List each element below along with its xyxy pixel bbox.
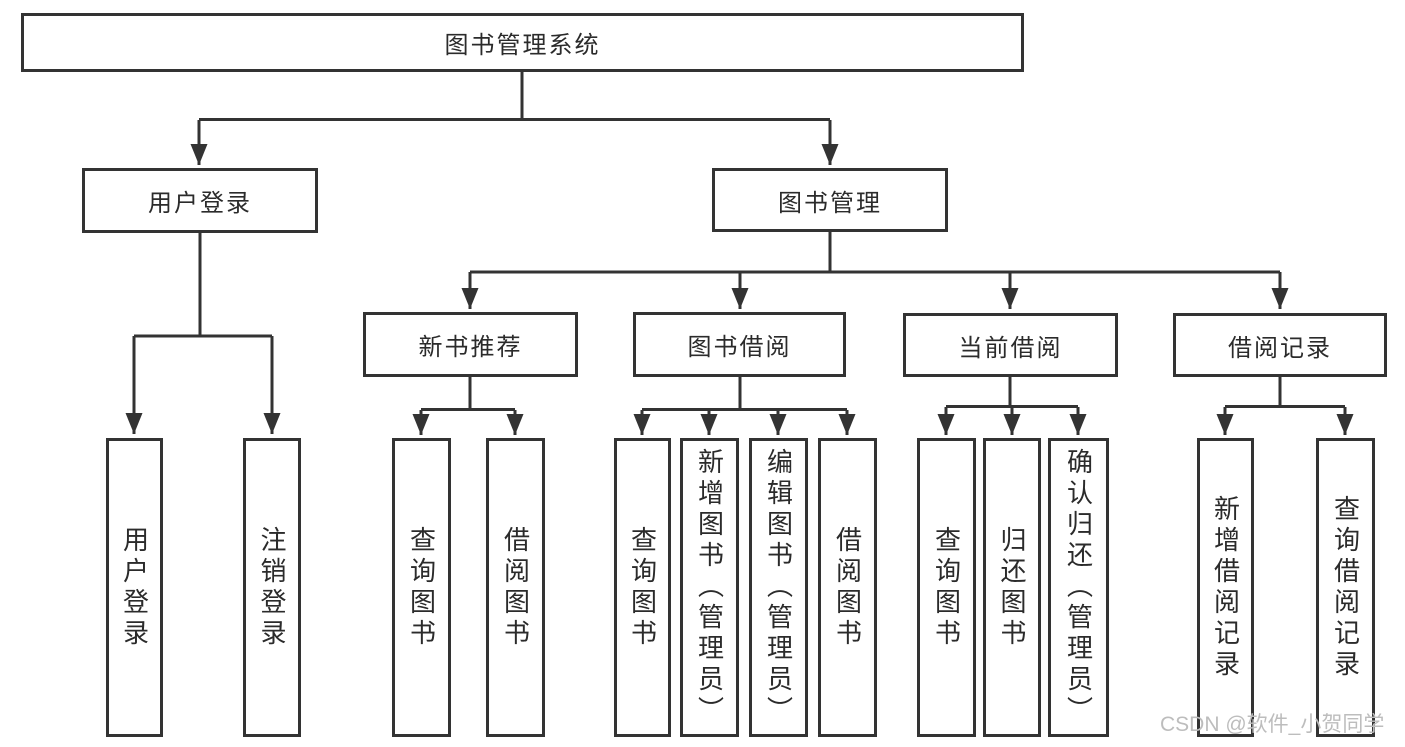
node-book-borrow: 图书借阅 [633, 312, 846, 377]
node-current-borrow-label: 当前借阅 [958, 334, 1063, 362]
leaf-user-login: 用户登录 [106, 438, 163, 737]
node-book-management: 图书管理 [712, 168, 948, 232]
leaf-records-add-label: 新增借阅记录 [1210, 494, 1241, 681]
leaf-borrow-add-admin: 新增图书（管理员） [680, 438, 739, 737]
leaf-current-confirm-admin: 确认归还（管理员） [1048, 438, 1109, 737]
leaf-current-confirm-admin-label: 确认归还（管理员） [1063, 448, 1094, 727]
node-book-management-label: 图书管理 [778, 189, 882, 217]
leaf-borrow-borrow-label: 借阅图书 [832, 525, 863, 650]
leaf-logout: 注销登录 [243, 438, 301, 737]
node-user-login-label: 用户登录 [148, 190, 252, 217]
leaf-current-return-label: 归还图书 [997, 525, 1027, 650]
leaf-user-login-label: 用户登录 [119, 525, 150, 650]
leaf-current-return: 归还图书 [983, 438, 1041, 737]
leaf-records-query: 查询借阅记录 [1316, 438, 1375, 737]
node-borrow-records: 借阅记录 [1173, 313, 1387, 377]
watermark: CSDN @软件_小贺同学 [1160, 713, 1385, 736]
leaf-logout-label: 注销登录 [257, 525, 287, 650]
node-borrow-records-label: 借阅记录 [1228, 334, 1332, 362]
node-user-login: 用户登录 [82, 168, 318, 233]
node-book-borrow-label: 图书借阅 [687, 334, 792, 361]
leaf-newbooks-query-label: 查询图书 [406, 525, 437, 650]
node-current-borrow: 当前借阅 [903, 313, 1118, 377]
leaf-newbooks-borrow-label: 借阅图书 [500, 525, 531, 650]
leaf-borrow-add-admin-label: 新增图书（管理员） [694, 448, 725, 727]
node-new-book-recommend-label: 新书推荐 [418, 334, 523, 361]
node-new-book-recommend: 新书推荐 [363, 312, 578, 377]
leaf-borrow-query-label: 查询图书 [627, 525, 658, 650]
leaf-borrow-edit-admin-label: 编辑图书（管理员） [763, 448, 794, 727]
leaf-newbooks-query: 查询图书 [392, 438, 451, 737]
node-root: 图书管理系统 [21, 13, 1024, 72]
leaf-records-query-label: 查询借阅记录 [1330, 494, 1361, 681]
leaf-current-query-label: 查询图书 [931, 525, 962, 650]
leaf-current-query: 查询图书 [917, 438, 976, 737]
leaf-newbooks-borrow: 借阅图书 [486, 438, 545, 737]
leaf-records-add: 新增借阅记录 [1197, 438, 1254, 737]
leaf-borrow-edit-admin: 编辑图书（管理员） [749, 438, 808, 737]
leaf-borrow-borrow: 借阅图书 [818, 438, 877, 737]
leaf-borrow-query: 查询图书 [614, 438, 671, 737]
node-root-label: 图书管理系统 [444, 32, 601, 59]
